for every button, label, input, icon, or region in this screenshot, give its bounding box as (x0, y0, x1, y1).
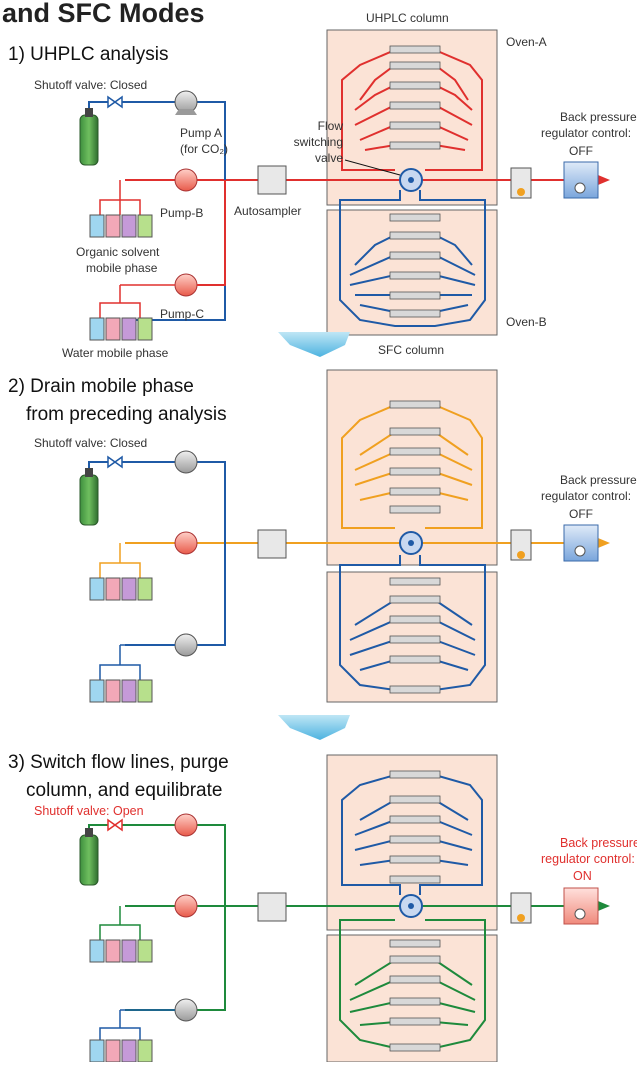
shutoff-valve-open-icon (107, 818, 123, 832)
co2-line-3 (88, 824, 226, 1011)
pump-b-label: Pump-B (160, 206, 203, 220)
bpr-state: OFF (569, 144, 593, 158)
shutoff-valve-label: Shutoff valve: Closed (34, 78, 147, 92)
shutoff-valve-icon-2 (107, 455, 123, 469)
detector-icon-2 (510, 529, 532, 561)
upper-column-tubes-2 (389, 400, 441, 514)
detector-light-3 (517, 914, 525, 922)
organic-bottle-lines-2 (99, 543, 141, 578)
step-2-heading-2: from preceding analysis (26, 404, 227, 425)
valve-center-3 (408, 903, 414, 909)
down-arrow-1 (278, 332, 350, 357)
bpr-label-2-1: Back pressure (560, 473, 637, 487)
pump-c-line (197, 180, 226, 286)
co2-cylinder (79, 114, 99, 166)
uhplc-column-label: UHPLC column (366, 11, 449, 25)
bpr-gauge-2 (574, 545, 586, 557)
water-bottle-lines-2 (99, 644, 175, 680)
organic-solvent-bottles-2 (89, 577, 153, 601)
water-bottles-2 (89, 679, 153, 703)
pump-a-icon-3 (174, 813, 198, 837)
bpr-label-1: Back pressure (560, 110, 637, 124)
co2-cylinder-3 (79, 834, 99, 886)
water-bottles (89, 317, 153, 341)
flow-arrowhead (598, 175, 610, 185)
organic-solvent-label-2: mobile phase (86, 261, 158, 275)
pump-a-sub: (for CO₂) (180, 142, 228, 156)
lower-column-tubes-3 (389, 939, 441, 1052)
step-2-heading-1: 2) Drain mobile phase (8, 376, 194, 397)
autosampler-label: Autosampler (234, 204, 301, 218)
shutoff-valve-icon (107, 95, 123, 109)
oven-a-label: Oven-A (506, 35, 547, 49)
co2-cylinder-2 (79, 474, 99, 526)
down-arrow-2 (278, 715, 350, 740)
valve-center (408, 177, 414, 183)
bpr-state-3: ON (573, 869, 592, 883)
autosampler-icon (257, 165, 287, 195)
detector-light (517, 188, 525, 196)
organic-solvent-bottles-3 (89, 939, 153, 963)
cylinder-cap-2 (85, 468, 93, 477)
cylinder-cap (85, 108, 93, 117)
shutoff-valve-label-2: Shutoff valve: Closed (34, 436, 147, 450)
water-label: Water mobile phase (62, 346, 169, 360)
panel-uhplc-analysis: 1) UHPLC analysis Shutoff valve: Closed … (8, 11, 637, 360)
co2-line (88, 101, 226, 321)
bpr-label-2: regulator control: (541, 126, 631, 140)
flow-valve-pointer (344, 159, 401, 176)
water-bottle-lines-3 (99, 1009, 175, 1040)
step-1-heading: 1) UHPLC analysis (8, 44, 169, 65)
cylinder-cap-3 (85, 828, 93, 837)
pump-a-label: Pump A (180, 126, 222, 140)
oven-b-label: Oven-B (506, 315, 547, 329)
detector-icon-3 (510, 892, 532, 924)
upper-column-tubes-3 (389, 770, 441, 884)
organic-bottle-lines-3 (99, 906, 141, 940)
autosampler-icon-2 (257, 529, 287, 559)
water-bottle-lines (99, 284, 175, 318)
pump-b-icon-3 (174, 894, 198, 918)
organic-solvent-bottles (89, 214, 153, 238)
pump-c-icon-2 (174, 633, 198, 657)
step-3-heading-1: 3) Switch flow lines, purge (8, 752, 229, 773)
uhplc-column-tubes (389, 45, 441, 150)
pump-c-icon (174, 273, 198, 297)
page-title: and SFC Modes (2, 0, 205, 28)
flow-arrowhead-3 (598, 901, 610, 911)
autosampler-icon-3 (257, 892, 287, 922)
bpr-label-3-2: regulator control: (541, 852, 635, 866)
detector-icon (510, 167, 532, 199)
bpr-gauge-3 (574, 908, 586, 920)
panel-switch-flow-lines: 3) Switch flow lines, purge column, and … (8, 752, 637, 1063)
valve-center-2 (408, 540, 414, 546)
pump-c-label: Pump-C (160, 307, 204, 321)
co2-line-2 (88, 461, 226, 646)
bpr-gauge (574, 182, 586, 194)
pump-b-icon (174, 168, 198, 192)
bpr-label-2-2: regulator control: (541, 489, 631, 503)
detector-light-2 (517, 551, 525, 559)
panel-drain-mobile-phase: 2) Drain mobile phase from preceding ana… (8, 369, 637, 703)
pump-b-icon-2 (174, 531, 198, 555)
pump-a-icon-2 (174, 450, 198, 474)
organic-bottle-lines (99, 180, 141, 215)
sfc-column-tubes (389, 213, 441, 318)
flow-arrowhead-2 (598, 538, 610, 548)
flow-valve-label-1: Flow (318, 119, 344, 133)
bpr-state-2: OFF (569, 507, 593, 521)
flow-valve-label-3: valve (315, 151, 343, 165)
pump-c-icon-3 (174, 998, 198, 1022)
flow-valve-label-2: switching (294, 135, 343, 149)
organic-solvent-label-1: Organic solvent (76, 245, 160, 259)
shutoff-valve-label-3: Shutoff valve: Open (34, 804, 144, 818)
bpr-label-3-1: Back pressure (560, 836, 637, 850)
pump-a-base (175, 109, 197, 115)
sfc-column-label: SFC column (378, 343, 444, 357)
step-3-heading-2: column, and equilibrate (26, 780, 222, 801)
water-bottles-3 (89, 1039, 153, 1063)
lower-column-tubes-2 (389, 577, 441, 694)
